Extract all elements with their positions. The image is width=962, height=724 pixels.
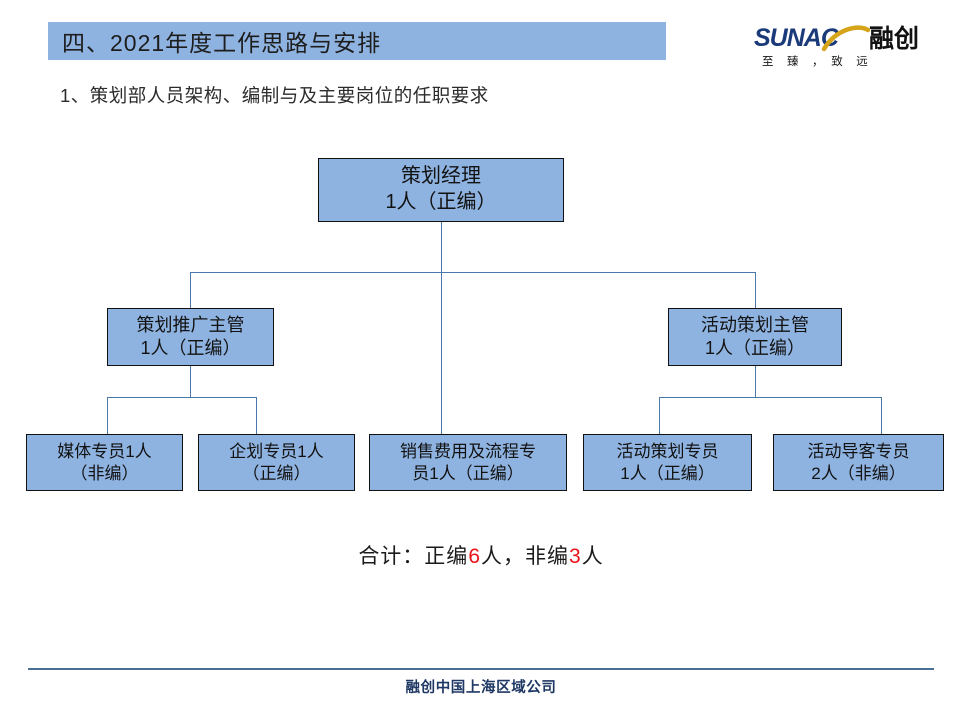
sunac-wordmark-cn: 融创 [869,24,919,53]
sunac-logo: SUNAC 融创 至 臻 ， 致 远 [754,20,944,72]
org-node-line1: 活动导客专员 [807,441,910,461]
org-node-line1: 活动策划专员 [616,441,719,461]
connector-to-event-planning-specialist [659,397,660,434]
footer-divider [28,668,934,670]
org-node-planning-specialist[interactable]: 企划专员1人 （正编） [198,434,355,491]
connector-promo-supervisor-down [190,366,191,397]
summary-temp-count: 3 [569,545,582,568]
org-node-line1: 销售费用及流程专 [400,441,536,461]
sunac-logo-graphic: SUNAC 融创 至 臻 ， 致 远 [754,24,919,68]
sunac-swoosh [821,25,871,52]
org-node-line2: 1人（正编） [385,191,497,213]
org-node-event-guide-specialist[interactable]: 活动导客专员 2人（非编） [773,434,944,491]
summary-suffix: 人 [581,545,604,568]
connector-right-children-bar [659,397,881,398]
footer-company-name: 融创中国上海区域公司 [405,680,557,696]
org-node-line2: 1人（正编） [704,338,805,358]
org-node-sales-cost-specialist[interactable]: 销售费用及流程专 员1人（正编） [369,434,567,491]
org-node-line2: （非编） [70,463,139,483]
headcount-summary: 合计：正编6人，非编3人 [0,540,962,570]
connector-to-media-specialist [107,397,108,434]
org-node-line2: 1人（正编） [620,463,715,483]
org-node-line2: 1人（正编） [140,338,241,358]
org-node-event-planning-specialist[interactable]: 活动策划专员 1人（正编） [583,434,752,491]
org-node-promo-supervisor[interactable]: 策划推广主管 1人（正编） [107,308,274,366]
org-node-manager[interactable]: 策划经理 1人（正编） [318,158,564,222]
summary-middle: 人，非编 [481,545,569,568]
org-node-line1: 媒体专员1人 [57,441,152,461]
connector-to-promo-supervisor [190,272,191,308]
org-node-line1: 策划推广主管 [136,314,245,335]
connector-left-children-bar [107,397,256,398]
connector-to-sales-cost-specialist [441,272,442,434]
org-node-event-supervisor[interactable]: 活动策划主管 1人（正编） [668,308,842,366]
org-node-line2: 员1人（正编） [412,463,524,483]
org-node-line1: 策划经理 [401,165,481,188]
slide-subtitle: 1、策划部人员架构、编制与及主要岗位的任职要求 [60,85,489,106]
connector-root-down [441,222,442,272]
slide-title-bar: 四、2021年度工作思路与安排 [48,22,666,60]
org-node-line1: 活动策划主管 [701,314,809,335]
org-node-line2: （正编） [242,463,311,483]
connector-to-planning-specialist [256,397,257,434]
connector-event-supervisor-down [755,366,756,397]
page-title: 四、2021年度工作思路与安排 [62,30,382,56]
summary-regular-count: 6 [468,545,481,568]
connector-level2-bar [190,272,756,273]
org-node-line1: 企划专员1人 [229,441,324,461]
connector-to-event-supervisor [755,272,756,308]
connector-to-event-guide-specialist [881,397,882,434]
sunac-tagline: 至 臻 ， 致 远 [762,54,869,68]
org-node-line2: 2人（非编） [811,463,906,483]
org-node-media-specialist[interactable]: 媒体专员1人 （非编） [26,434,183,491]
summary-prefix: 合计：正编 [358,545,469,568]
